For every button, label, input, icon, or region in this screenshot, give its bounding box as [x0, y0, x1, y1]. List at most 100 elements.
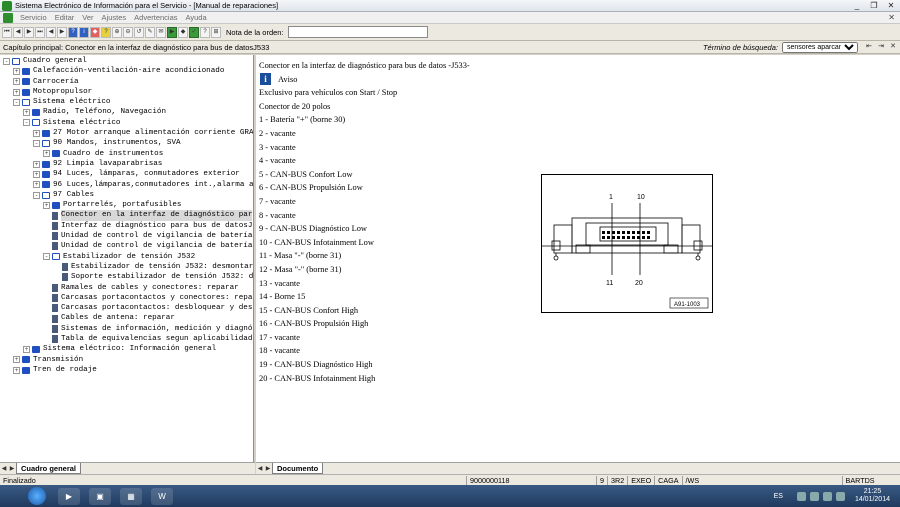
tree-item[interactable]: +Transmisión	[0, 355, 253, 365]
tree-item[interactable]: -Sistema eléctrico	[0, 97, 253, 107]
clock[interactable]: 21:25 14/01/2014	[855, 488, 890, 504]
language-indicator[interactable]: ES	[773, 492, 783, 500]
taskbar-word-icon[interactable]: W	[151, 487, 173, 505]
doc-tab-scroll-left-icon[interactable]: ◀	[257, 466, 263, 472]
menu-advertencias[interactable]: Advertencias	[134, 13, 178, 22]
info-icon[interactable]: i	[79, 26, 89, 38]
next-icon[interactable]: ▶	[24, 26, 34, 38]
zoom-out-icon[interactable]: ⊖	[123, 26, 133, 38]
refresh-icon[interactable]: ↺	[134, 26, 144, 38]
collapse-icon[interactable]: -	[43, 253, 50, 261]
document-close-icon[interactable]: ✕	[888, 13, 895, 22]
tree-item[interactable]: Sistemas de información, medición y diag…	[0, 324, 253, 334]
menu-editar[interactable]: Editar	[54, 13, 75, 22]
expand-icon[interactable]: +	[33, 129, 40, 137]
collapse-icon[interactable]: -	[23, 119, 30, 127]
tree-item[interactable]: Tabla de equivalencias segun aplicabilid…	[0, 334, 253, 344]
tree-item[interactable]: +Radio, Teléfono, Navegación	[0, 107, 253, 117]
expand-icon[interactable]: +	[13, 88, 20, 96]
tree-item[interactable]: Conector en la interfaz de diagnóstico p…	[0, 210, 253, 221]
tree-item[interactable]: Unidad de control de vigilancia de bater…	[0, 231, 253, 241]
collapse-icon[interactable]: -	[33, 140, 40, 148]
navigation-tree-pane[interactable]: -Cuadro general+Calefacción-ventilación-…	[0, 55, 254, 462]
query-icon[interactable]: ?	[101, 26, 111, 38]
taskbar-app-icon[interactable]: ▦	[120, 487, 142, 505]
run-icon[interactable]: ▶	[167, 26, 177, 38]
tree-item[interactable]: Carcasas portacontactos: desbloquear y d…	[0, 303, 253, 313]
tree-item[interactable]: +27 Motor arranque alimentación corrient…	[0, 128, 253, 138]
maximize-button[interactable]: ❐	[870, 0, 878, 10]
tree-item[interactable]: +92 Limpia lavaparabrisas	[0, 159, 253, 169]
expand-icon[interactable]: +	[33, 181, 40, 189]
help-icon[interactable]: ?	[68, 26, 78, 38]
tree-item[interactable]: +Carrocería	[0, 77, 253, 87]
tab-scroll-right-icon[interactable]: ▶	[9, 466, 15, 472]
tree-item[interactable]: -90 Mandos, instrumentos, SVA	[0, 138, 253, 148]
forward-icon[interactable]: ▶	[57, 26, 67, 38]
tree-item[interactable]: +Portarrelés, portafusibles	[0, 200, 253, 210]
tree-item[interactable]: Unidad de control de vigilancia de bater…	[0, 241, 253, 251]
tree-item[interactable]: +Sistema eléctrico: Información general	[0, 344, 253, 354]
tab-scroll-left-icon[interactable]: ◀	[1, 466, 7, 472]
menu-servicio[interactable]: Servicio	[20, 13, 47, 22]
tree-item[interactable]: Cables de antena: reparar	[0, 313, 253, 323]
document-pane[interactable]: Conector en la interfaz de diagnóstico p…	[256, 55, 900, 462]
expand-icon[interactable]: +	[23, 345, 30, 353]
tree-item[interactable]: +94 Luces, lámparas, conmutadores exteri…	[0, 169, 253, 179]
tree-item[interactable]: -97 Cables	[0, 190, 253, 200]
tree-item[interactable]: +Cuadro de instrumentos	[0, 149, 253, 159]
doc-tab-scroll-right-icon[interactable]: ▶	[265, 466, 271, 472]
expand-icon[interactable]: +	[33, 160, 40, 168]
tree-item[interactable]: -Cuadro general	[0, 56, 253, 66]
back-icon[interactable]: ◀	[46, 26, 56, 38]
next-hit-icon[interactable]: ⇥	[878, 43, 884, 50]
menu-ver[interactable]: Ver	[82, 13, 94, 22]
menu-ayuda[interactable]: Ayuda	[185, 13, 207, 22]
mail-icon[interactable]: ✉	[156, 26, 166, 38]
tree-item[interactable]: -Estabilizador de tensión J532	[0, 252, 253, 262]
tray-arrow-icon[interactable]	[796, 491, 806, 501]
last-icon[interactable]: ⏭	[35, 26, 45, 38]
menu-ajustes[interactable]: Ajustes	[101, 13, 127, 22]
clear-search-icon[interactable]: ✕	[890, 43, 896, 50]
check-icon[interactable]: ✓	[189, 26, 199, 38]
first-icon[interactable]: ⏮	[2, 26, 12, 38]
tree-item[interactable]: Soporte estabilizador de tensión J532: d	[0, 272, 253, 282]
collapse-icon[interactable]: -	[3, 57, 10, 65]
about-icon[interactable]: ?	[200, 26, 210, 38]
search-term-select[interactable]: sensores aparcamie	[782, 41, 858, 53]
collapse-icon[interactable]: -	[13, 98, 20, 106]
tree-item[interactable]: +Motopropulsor	[0, 87, 253, 97]
prev-icon[interactable]: ◀	[13, 26, 23, 38]
tree-item[interactable]: Ramales de cables y conectores: reparar	[0, 283, 253, 293]
tab-documento[interactable]: Documento	[272, 463, 324, 474]
expand-icon[interactable]: +	[43, 201, 50, 209]
start-button[interactable]	[28, 487, 46, 505]
expand-icon[interactable]: +	[13, 356, 20, 364]
taskbar-media-icon[interactable]: ▶	[58, 487, 80, 505]
warning-icon[interactable]: ◆	[90, 26, 100, 38]
order-note-input[interactable]	[287, 26, 428, 38]
tree-item[interactable]: +Calefacción-ventilación-aire acondicion…	[0, 66, 253, 76]
expand-icon[interactable]: +	[43, 150, 50, 158]
zoom-in-icon[interactable]: ⊕	[112, 26, 122, 38]
expand-icon[interactable]: +	[13, 78, 20, 86]
tree-item[interactable]: Interfaz de diagnóstico para bus de dato…	[0, 221, 253, 231]
grid-icon[interactable]: ⊞	[211, 26, 221, 38]
taskbar-explorer-icon[interactable]: ▣	[89, 487, 111, 505]
tray-volume-icon[interactable]	[835, 491, 845, 501]
edit-icon[interactable]: ✎	[145, 26, 155, 38]
collapse-icon[interactable]: -	[33, 191, 40, 199]
expand-icon[interactable]: +	[23, 109, 30, 117]
tree-item[interactable]: Carcasas portacontactos y conectores: re…	[0, 293, 253, 303]
expand-icon[interactable]: +	[33, 170, 40, 178]
prev-hit-icon[interactable]: ⇤	[866, 43, 872, 50]
tree-item[interactable]: +96 Luces,lámparas,conmutadores int.,ala…	[0, 180, 253, 190]
expand-icon[interactable]: +	[13, 67, 20, 75]
tree-item[interactable]: -Sistema eléctrico	[0, 118, 253, 128]
bookmark-icon[interactable]: ◆	[178, 26, 188, 38]
tray-flag-icon[interactable]	[809, 491, 819, 501]
tree-item[interactable]: Estabilizador de tensión J532: desmontar	[0, 262, 253, 272]
expand-icon[interactable]: +	[13, 366, 20, 374]
close-button[interactable]: ✕	[887, 0, 895, 10]
